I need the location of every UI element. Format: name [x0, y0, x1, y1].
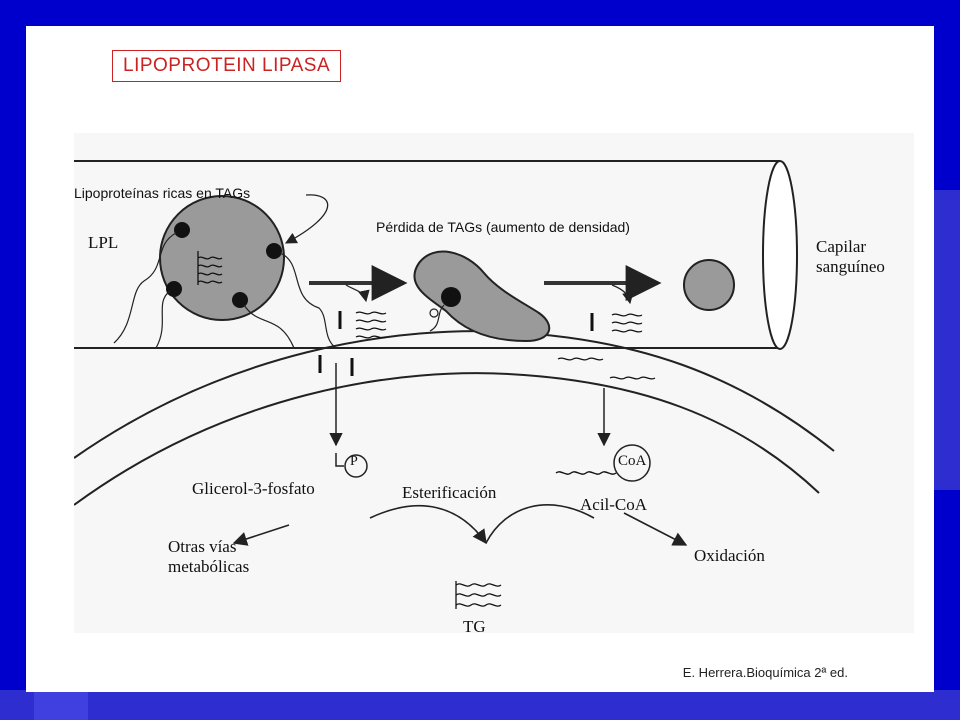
glycerol-marks: [318, 311, 594, 376]
esterification-arrow: [485, 504, 595, 544]
diagram-drawing: [74, 160, 835, 609]
label-glicerol-3-fosfato: Glicerol-3-fosfato: [192, 479, 315, 498]
label-perdida-tags: Pérdida de TAGs (aumento de densidad): [376, 219, 630, 235]
arrow-curved: [611, 284, 634, 305]
label-otras-vias: Otras vías: [168, 537, 237, 556]
label-pointer-arrow: [284, 194, 329, 244]
label-metabolicas: metabólicas: [168, 557, 250, 576]
background-block: [934, 190, 960, 490]
label-sanguineo: sanguíneo: [816, 257, 885, 276]
background-block: [34, 692, 88, 720]
label-tg: TG: [463, 617, 486, 636]
lipoprotein-lipase-diagram: Lipoproteínas ricas en TAGs LPL Pérdida …: [74, 133, 914, 636]
cell-membrane: [74, 330, 835, 506]
label-p: P: [350, 454, 358, 469]
lipoprotein-particle: [113, 195, 337, 349]
remnant-particle: [413, 250, 551, 343]
label-capilar: Capilar: [816, 237, 867, 256]
acyl-chain: [555, 471, 617, 475]
label-lpl: LPL: [88, 233, 119, 252]
capillary-tube: [74, 160, 798, 350]
triglyceride-symbol: [455, 581, 502, 609]
source-caption: E. Herrera.Bioquímica 2ª ed.: [682, 665, 848, 680]
fatty-acids: [355, 311, 656, 380]
slide-title: LIPOPROTEIN LIPASA: [112, 50, 342, 82]
phosphate-link: [335, 453, 344, 467]
coa-circle: [613, 444, 651, 482]
label-oxidacion: Oxidación: [694, 546, 765, 565]
label-acil-coa: Acil-CoA: [580, 495, 648, 514]
label-esterificacion: Esterificación: [402, 483, 497, 502]
label-lipoproteinas: Lipoproteínas ricas en TAGs: [74, 185, 251, 201]
small-particle: [683, 259, 735, 311]
label-coa: CoA: [618, 453, 647, 469]
slide: LIPOPROTEIN LIPASA: [26, 26, 934, 692]
arrow-curved: [345, 284, 370, 303]
arrow-to-otras-vias: [232, 524, 290, 546]
esterification-arrow: [369, 505, 487, 545]
arrow-to-oxidacion: [623, 512, 688, 546]
background-block: [0, 690, 960, 720]
phosphate-circle: [344, 454, 368, 478]
